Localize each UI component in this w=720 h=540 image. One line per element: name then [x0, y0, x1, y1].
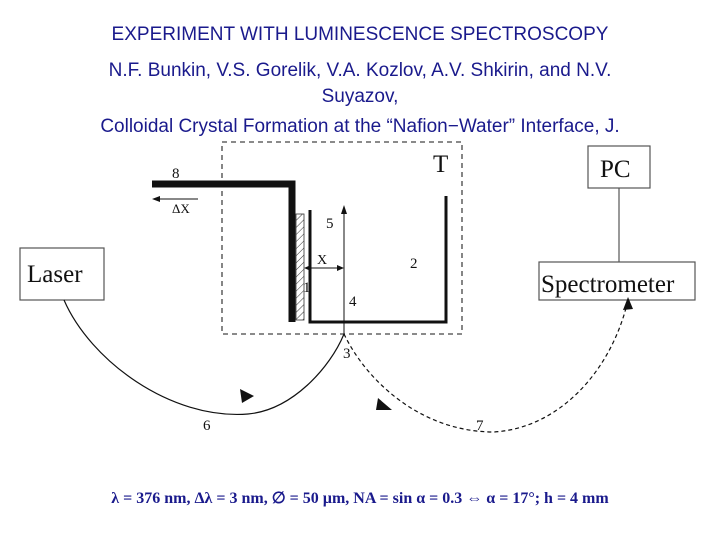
label-1: 1: [303, 280, 311, 296]
label-7: 7: [476, 418, 484, 434]
label-2: 2: [410, 256, 418, 272]
title-line-2: N.F. Bunkin, V.S. Gorelik, V.A. Kozlov, …: [108, 60, 612, 81]
fiber-6: [63, 299, 345, 415]
laser-box: [19, 247, 105, 301]
pc-box: [587, 145, 651, 189]
spectrometer-label: Spectrometer: [541, 271, 675, 298]
laser-label: Laser: [27, 261, 83, 288]
label-5: 5: [326, 216, 334, 232]
fiber-7-arrow-end: [623, 297, 633, 310]
sample-1: [295, 213, 305, 321]
parameters-formula: λ = 376 nm, Δλ = 3 nm, ∅ = 50 µm, NA = s…: [111, 490, 609, 507]
spectrometer-box: [538, 261, 696, 301]
label-3: 3: [343, 346, 351, 362]
label-4: 4: [349, 294, 357, 310]
title-line-3: Suyazov,: [321, 86, 399, 107]
fiber-7-arrow: [376, 398, 392, 410]
x-arrow-right: [337, 265, 344, 271]
dx-arrow-head: [152, 196, 160, 202]
x-arrow-left: [304, 265, 311, 271]
cuvette-2: [308, 196, 448, 324]
fiber-7: [343, 299, 629, 433]
label-8: 8: [172, 166, 180, 182]
rod-8: [152, 180, 296, 322]
thermostat-region: [221, 141, 463, 335]
label-dx: ΔX: [172, 201, 190, 216]
label-T: T: [433, 151, 448, 178]
label-x: X: [317, 253, 327, 268]
title-line-4: Colloidal Crystal Formation at the “Nafi…: [100, 116, 620, 137]
title-line-1: EXPERIMENT WITH LUMINESCENCE SPECTROSCOP…: [111, 24, 609, 45]
axis-5-head: [341, 205, 347, 214]
label-6: 6: [203, 418, 211, 434]
fiber-6-arrow: [240, 389, 254, 403]
pc-label: PC: [600, 156, 631, 183]
